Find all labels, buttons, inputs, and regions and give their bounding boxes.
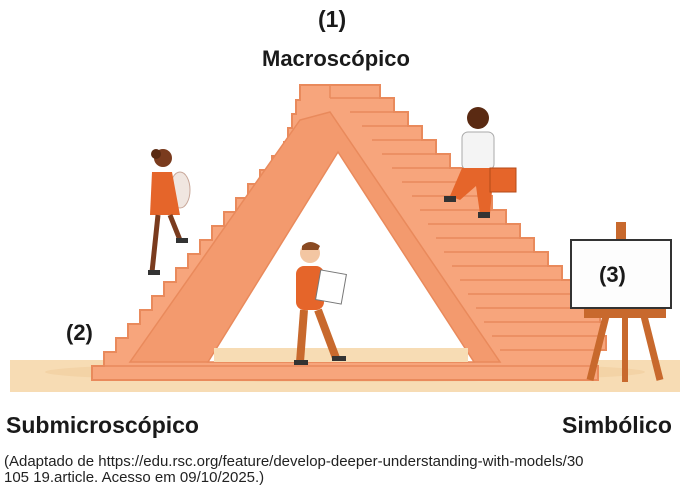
kid-figure — [444, 107, 517, 218]
level-2-number: (2) — [66, 320, 93, 345]
caption-line-2: 105 19.article. Acesso em 09/10/2025.) — [4, 469, 265, 486]
level-1-number: (1) — [318, 6, 347, 32]
easel — [570, 222, 672, 382]
symbolic-label: Simbólico — [562, 412, 672, 438]
caption-line-1: (Adaptado de https://edu.rsc.org/feature… — [4, 454, 584, 470]
macroscopic-label: Macroscópico — [262, 46, 410, 71]
opening-floor — [214, 348, 468, 362]
girl-figure — [148, 149, 191, 275]
level-3-number: (3) — [599, 262, 626, 287]
source-caption: (Adaptado de https://edu.rsc.org/feature… — [4, 454, 678, 486]
reading-man-figure — [294, 242, 347, 365]
stair-treads — [92, 85, 606, 367]
submicroscopic-label: Submicroscópico — [6, 412, 199, 438]
